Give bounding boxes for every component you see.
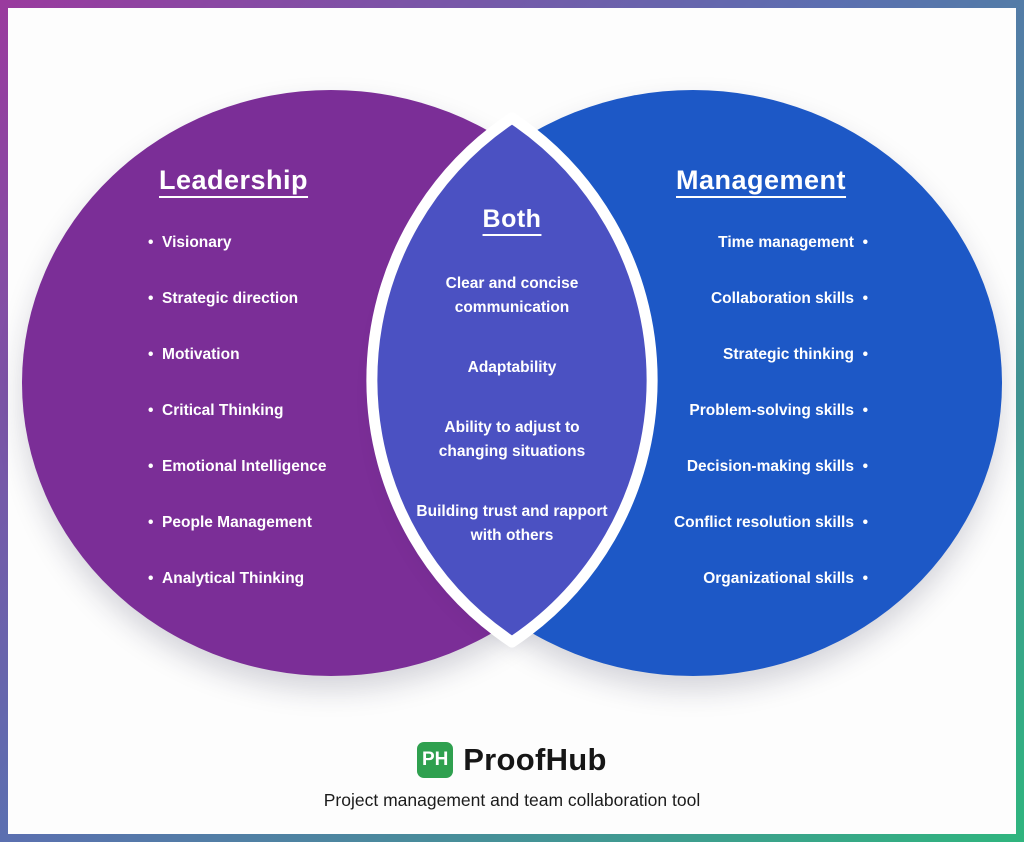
both-lens (366, 112, 658, 648)
leadership-item: Emotional Intelligence (148, 459, 327, 475)
leadership-list: Visionary Strategic direction Motivation… (148, 235, 327, 587)
leadership-item: Analytical Thinking (148, 571, 327, 587)
leadership-item: Visionary (148, 235, 327, 251)
management-item: Collaboration skills (711, 291, 868, 307)
both-item: Building trust and rapport with others (416, 503, 608, 544)
management-item: Strategic thinking (723, 347, 868, 363)
management-title: Management (676, 165, 847, 195)
leadership-item: People Management (148, 515, 327, 531)
both-list: Clear and concise communication Adaptabi… (412, 272, 612, 548)
leadership-item: Strategic direction (148, 291, 327, 307)
leadership-item: Motivation (148, 347, 327, 363)
both-item: Clear and concise communication (445, 275, 579, 316)
management-list: Time management Collaboration skills Str… (538, 235, 868, 587)
management-item: Time management (718, 235, 868, 251)
management-item: Conflict resolution skills (674, 515, 868, 531)
footer-branding: PH ProofHub (0, 742, 1024, 778)
both-item: Adaptability (467, 359, 557, 376)
proofhub-logo-icon: PH (417, 742, 454, 778)
management-item: Organizational skills (703, 571, 868, 587)
management-item: Decision-making skills (687, 459, 868, 475)
brand-tagline: Project management and team collaboratio… (323, 790, 701, 810)
both-title: Both (482, 205, 542, 233)
leadership-title: Leadership (159, 165, 309, 195)
leadership-item: Critical Thinking (148, 403, 327, 419)
both-item: Ability to adjust to changing situations (438, 419, 586, 460)
brand-name: ProofHub (463, 742, 607, 777)
management-item: Problem-solving skills (689, 403, 868, 419)
